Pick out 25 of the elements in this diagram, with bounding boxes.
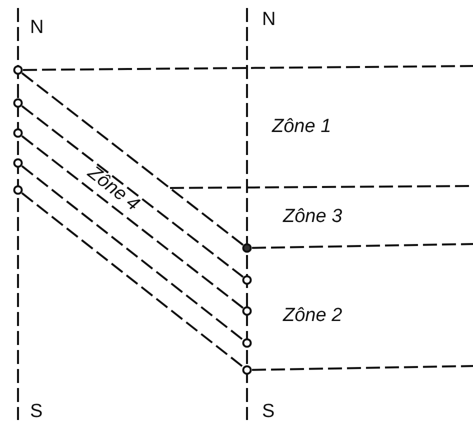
zone-label: Zône 1 [272,117,332,136]
dashed-line [21,165,244,341]
point-marker [242,243,252,253]
point-marker [242,365,252,375]
zone-label: Zône 2 [283,306,342,325]
direction-label: S [30,402,43,421]
dashed-line [21,72,244,246]
point-marker [13,128,23,138]
zone-label: Zône 3 [283,207,342,226]
point-marker [242,338,252,348]
point-marker [13,158,23,168]
direction-label: S [262,402,275,421]
boundary-line [23,65,473,71]
boundary-line [252,365,473,371]
point-marker [242,275,252,285]
point-marker [13,185,23,195]
dashed-line [21,135,244,309]
boundary-line [252,243,473,249]
point-marker [242,306,252,316]
dashed-line [21,192,244,368]
point-marker [13,65,23,75]
point-marker [13,98,23,108]
direction-label: N [262,10,276,29]
dashed-line [21,105,244,278]
direction-label: N [30,18,44,37]
